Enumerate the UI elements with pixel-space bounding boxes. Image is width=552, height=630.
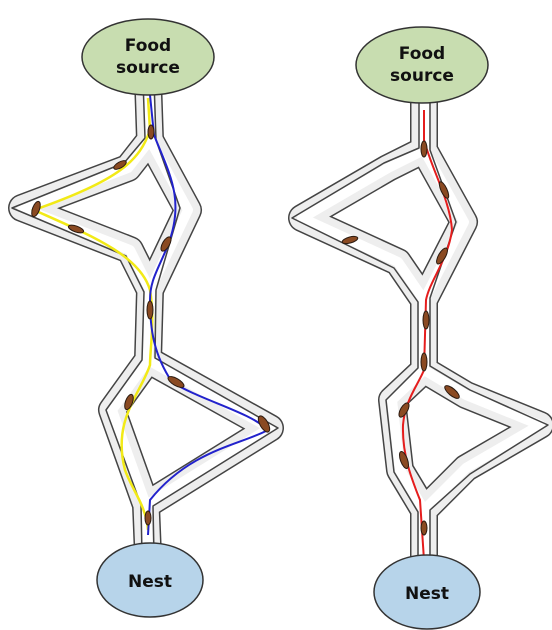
ant-icon: [421, 141, 427, 157]
left-food-label-line1: Food: [125, 36, 171, 56]
right-corridor-network: [292, 95, 548, 560]
right-nest-node: Nest: [374, 555, 480, 629]
right-nest-label: Nest: [405, 584, 449, 604]
ant-icon: [147, 301, 153, 319]
ant-icon: [421, 521, 427, 535]
right-panel: Food source Nest: [292, 27, 548, 629]
ant-icon: [148, 125, 154, 139]
left-food-label-line2: source: [116, 58, 180, 78]
ant-icon: [423, 311, 429, 329]
left-nest-node: Nest: [97, 543, 203, 617]
left-panel: Food source Nest: [12, 19, 278, 617]
right-food-label-line1: Food: [399, 44, 445, 64]
left-corridor-network: [12, 80, 278, 555]
left-nest-label: Nest: [128, 572, 172, 592]
left-food-source-node: Food source: [82, 19, 214, 95]
ant-icon: [421, 353, 427, 371]
ant-icon: [145, 511, 151, 525]
right-food-label-line2: source: [390, 66, 454, 86]
right-food-source-node: Food source: [356, 27, 488, 103]
